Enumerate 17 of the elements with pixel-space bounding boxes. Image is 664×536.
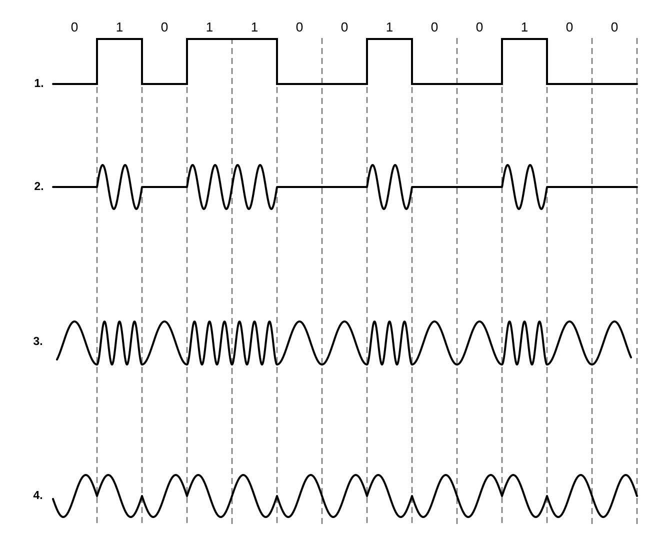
row-number: 4. [33, 491, 42, 499]
row-number: 1. [34, 79, 43, 87]
bit-label: 0 [566, 22, 573, 32]
bit-label: 0 [296, 22, 303, 32]
row-number: 2. [34, 182, 43, 190]
bit-label: 1 [386, 22, 392, 32]
bit-label: 1 [206, 22, 212, 32]
bit-label: 0 [71, 22, 78, 32]
bit-label: 1 [252, 22, 258, 32]
bit-label: 0 [611, 22, 618, 32]
bit-label: 0 [476, 22, 483, 32]
bit-label: 1 [116, 22, 122, 32]
bit-label: 0 [431, 22, 438, 32]
bit-label: 0 [161, 22, 168, 32]
bit-label: 0 [341, 22, 348, 32]
row-number: 3. [33, 336, 42, 346]
bit-label: 1 [522, 22, 528, 32]
